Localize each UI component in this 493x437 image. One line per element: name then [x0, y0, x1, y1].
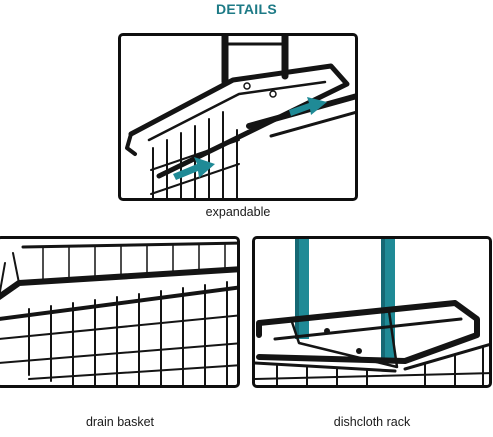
page-title: DETAILS: [216, 1, 277, 17]
dishcloth-rack-detail-panel: [252, 236, 492, 388]
dishcloth-rack-caption: dishcloth rack: [333, 415, 411, 429]
dishcloth-rack-illustration: [255, 239, 489, 385]
drain-basket-caption: drain basket: [85, 415, 155, 429]
expandable-caption: expandable: [205, 205, 271, 219]
expandable-detail-panel: [118, 33, 358, 201]
arrow-right-icon: [173, 97, 327, 180]
drain-basket-detail-panel: [0, 236, 240, 388]
wire-basket-icon: [0, 241, 237, 385]
expandable-rack-illustration: [125, 36, 355, 198]
towel-bar-icon: [295, 239, 395, 363]
